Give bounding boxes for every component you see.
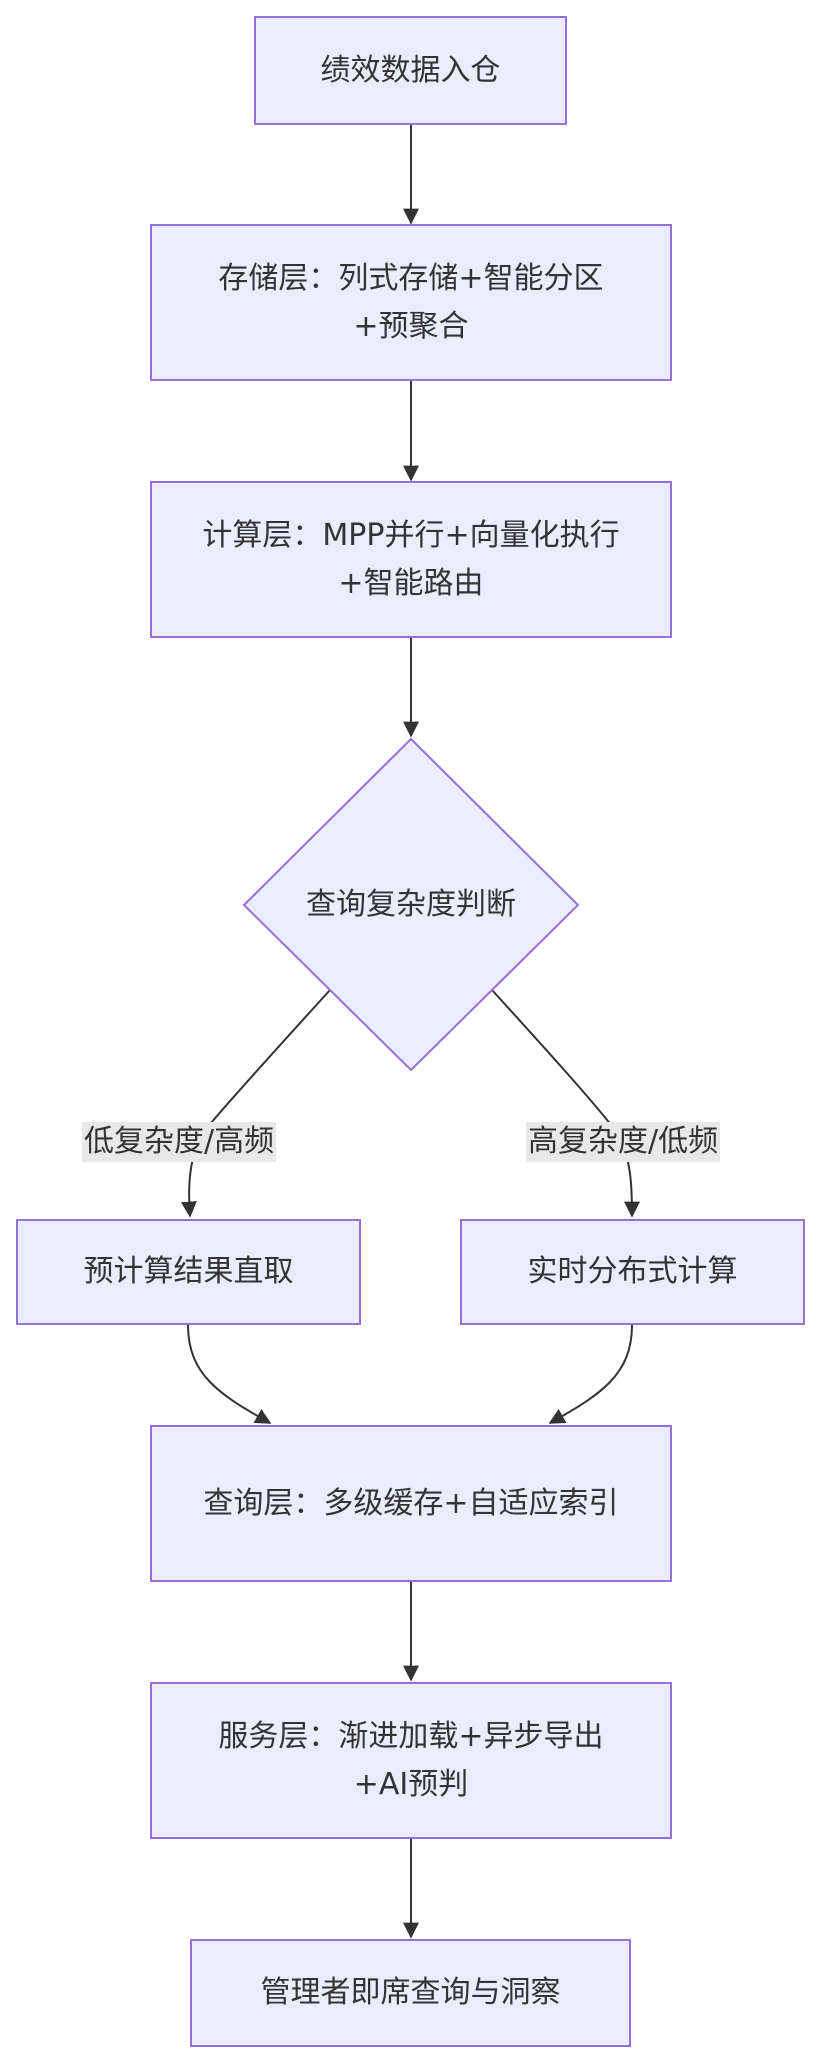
- edge-decision-precomputed: [180, 989, 331, 1218]
- edge-realtime-query: [548, 1324, 633, 1424]
- node-query-layer: 查询层：多级缓存+自适应索引: [150, 1425, 672, 1582]
- decision-label: 查询复杂度判断: [306, 887, 516, 922]
- edge-label-low: 低复杂度/高频: [82, 1122, 277, 1162]
- node-insight: 管理者即席查询与洞察: [190, 1939, 631, 2047]
- node-realtime: 实时分布式计算: [460, 1219, 805, 1325]
- node-compute-layer: 计算层：MPP并行+向量化执行+智能路由: [150, 481, 672, 638]
- decision-diamond: [242, 737, 580, 1072]
- node-service-layer: 服务层：渐进加载+异步导出+AI预判: [150, 1682, 672, 1839]
- node-precomputed: 预计算结果直取: [16, 1219, 361, 1325]
- node-ingest: 绩效数据入仓: [254, 16, 567, 125]
- node-storage-layer: 存储层：列式存储+智能分区+预聚合: [150, 224, 672, 381]
- edge-label-high: 高复杂度/低频: [526, 1122, 721, 1162]
- edge-decision-realtime: [491, 989, 640, 1218]
- edge-precomputed-query: [187, 1324, 272, 1424]
